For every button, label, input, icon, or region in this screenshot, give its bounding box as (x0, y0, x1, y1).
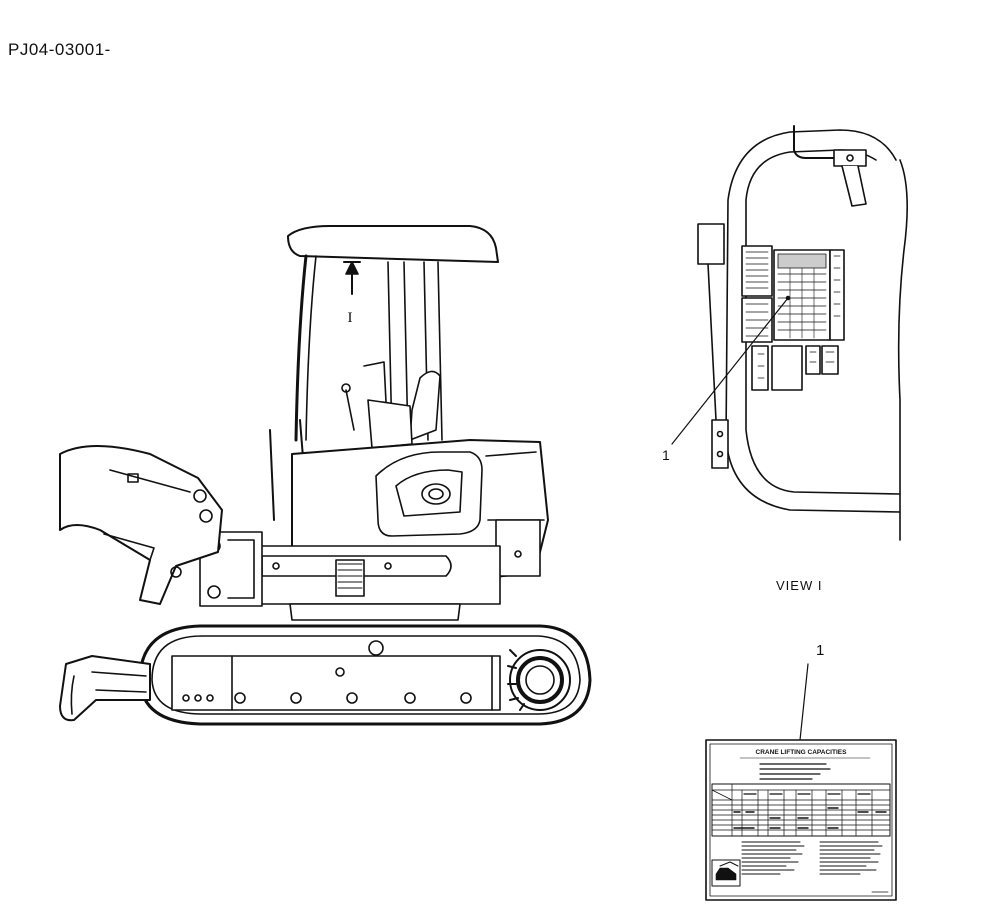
decal-title: CRANE LIFTING CAPACITIES (756, 749, 848, 756)
callout-1-view: 1 (662, 447, 670, 463)
view-i-detail (671, 125, 908, 541)
document-id: PJ04-03001- (8, 40, 111, 59)
view-arrow-label: I (348, 310, 353, 326)
view-arrow-i (343, 261, 361, 295)
excavator-illustration (59, 225, 592, 726)
view-caption: VIEW I (776, 578, 823, 593)
callout-1-decal: 1 (816, 642, 825, 659)
decal-detail (705, 663, 897, 901)
